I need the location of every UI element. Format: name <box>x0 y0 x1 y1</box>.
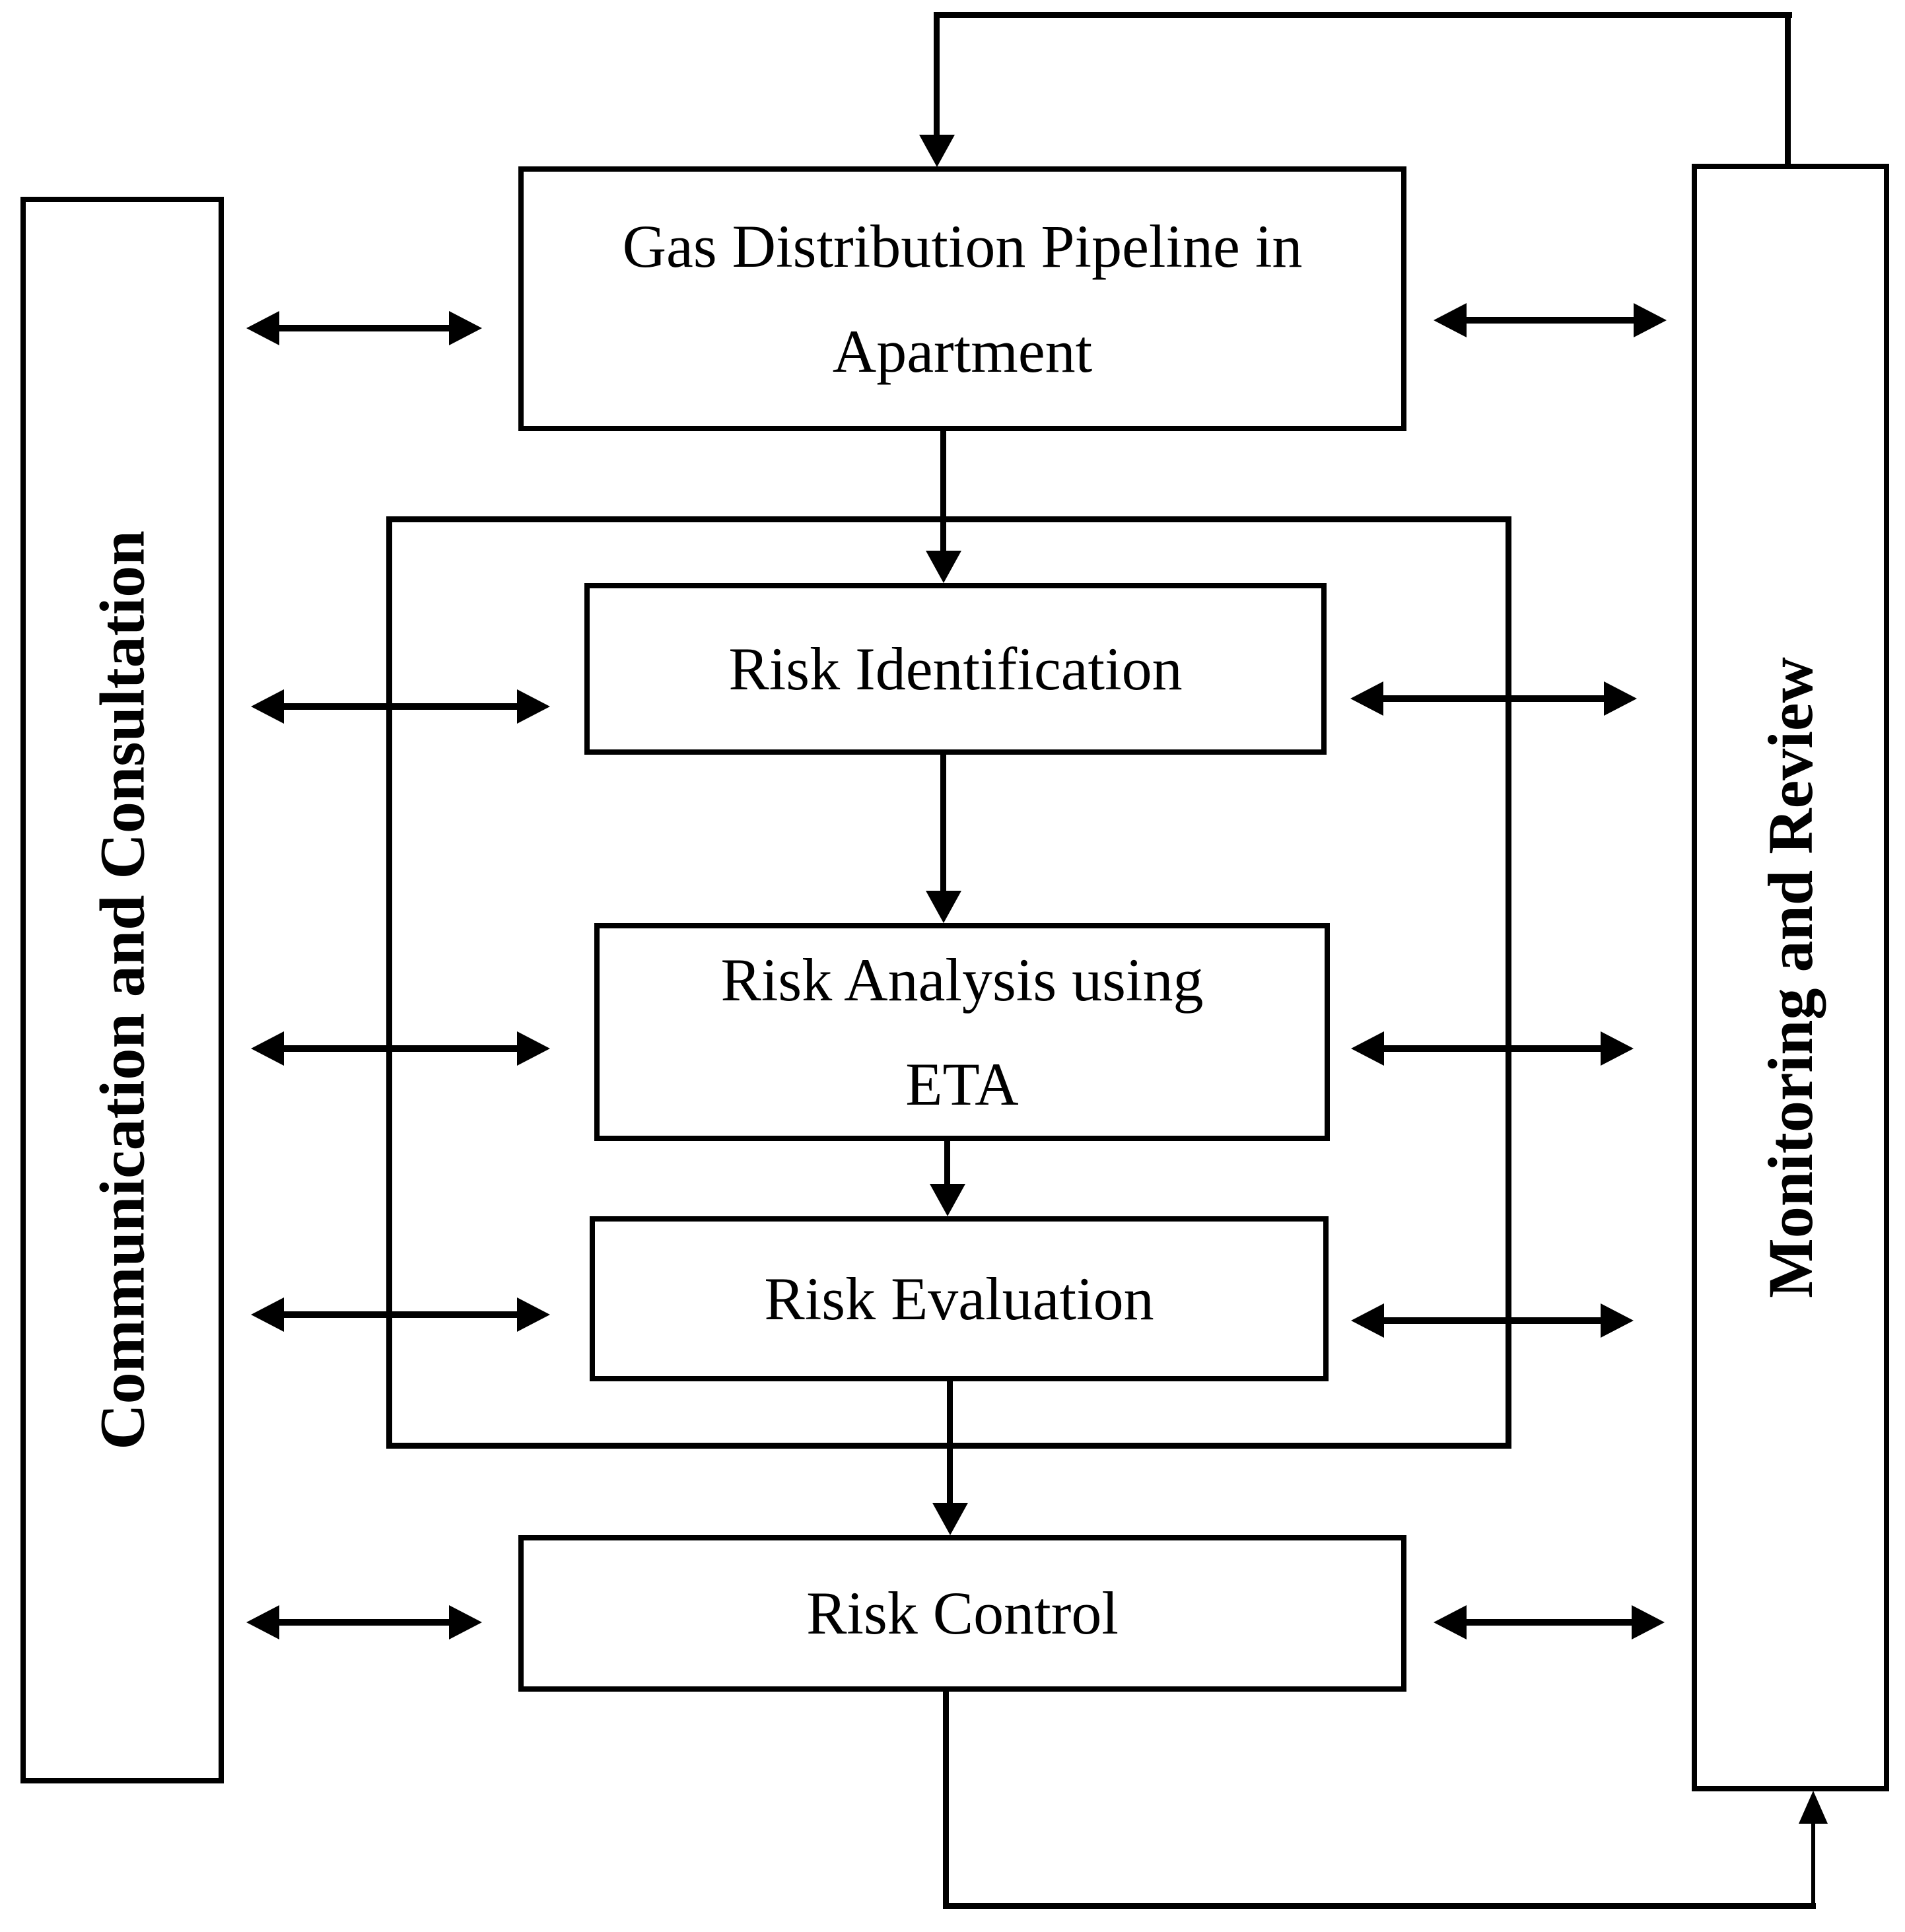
monitoring-review-panel: Monitoring and Review <box>1692 164 1889 1791</box>
connector-risk-analysis-to-evaluation <box>944 1139 950 1186</box>
double-arrow-gas-monitoring <box>1434 303 1667 337</box>
left-arrowhead-icon <box>1350 681 1383 716</box>
left-arrowhead-icon <box>1351 1303 1384 1338</box>
arrow-shaft <box>279 1311 522 1318</box>
right-arrowhead-icon <box>1604 681 1637 716</box>
double-arrow-communication-risk-control <box>246 1605 482 1639</box>
arrow-shaft <box>1379 1045 1606 1052</box>
bottom-feedback-riser-line <box>1811 1822 1815 1906</box>
connector-gas-to-risk-identification <box>940 429 946 553</box>
arrowhead-into-gas-pipeline-icon <box>919 135 955 167</box>
node-gas-distribution-pipeline: Gas Distribution Pipeline in Apartment <box>518 166 1406 431</box>
communication-consultation-label: Communication and Consultation <box>87 530 158 1450</box>
bottom-feedback-line <box>943 1903 1816 1909</box>
arrowhead-into-risk-control-icon <box>932 1503 968 1535</box>
left-arrowhead-icon <box>1434 1605 1467 1639</box>
left-arrowhead-icon <box>1351 1031 1384 1066</box>
gas-pipeline-label-line2: Apartment <box>832 317 1093 385</box>
arrow-shaft <box>1461 1619 1637 1626</box>
arrowhead-into-risk-analysis-icon <box>926 891 961 923</box>
right-arrowhead-icon <box>1601 1031 1634 1066</box>
right-arrowhead-icon <box>517 1031 550 1066</box>
arrow-shaft <box>279 703 522 710</box>
double-arrow-risk-control-monitoring <box>1434 1605 1665 1639</box>
double-arrow-risk-evaluation-monitoring <box>1351 1303 1634 1338</box>
connector-risk-evaluation-to-control <box>947 1380 953 1505</box>
communication-consultation-panel: Communication and Consultation <box>20 197 224 1783</box>
arrowhead-into-risk-identification-icon <box>926 551 961 583</box>
arrow-shaft <box>274 325 454 331</box>
node-risk-evaluation: Risk Evaluation <box>590 1216 1329 1381</box>
arrow-shaft <box>1461 317 1639 324</box>
bottom-feedback-drop-line <box>943 1690 949 1908</box>
double-arrow-risk-identification-monitoring <box>1350 681 1637 716</box>
risk-analysis-label-line2: ETA <box>905 1051 1019 1118</box>
arrow-shaft <box>279 1045 522 1052</box>
risk-control-label: Risk Control <box>806 1579 1119 1647</box>
double-arrow-communication-risk-identification <box>251 689 550 724</box>
monitoring-review-label: Monitoring and Review <box>1755 657 1826 1298</box>
right-arrowhead-icon <box>449 1605 482 1639</box>
arrowhead-into-monitoring-panel-icon <box>1799 1791 1828 1824</box>
arrow-shaft <box>1378 695 1609 702</box>
risk-analysis-label-line1: Risk Analysis using <box>720 946 1204 1014</box>
arrow-shaft <box>1379 1317 1606 1324</box>
node-risk-control: Risk Control <box>518 1535 1406 1692</box>
top-feedback-drop-line <box>934 12 940 137</box>
double-arrow-communication-gas <box>246 311 482 345</box>
left-arrowhead-icon <box>251 1031 284 1066</box>
risk-identification-label: Risk Identification <box>728 635 1183 703</box>
left-arrowhead-icon <box>251 689 284 724</box>
right-arrowhead-icon <box>517 689 550 724</box>
risk-evaluation-label: Risk Evaluation <box>764 1264 1154 1332</box>
arrow-shaft <box>274 1619 454 1626</box>
top-feedback-line <box>934 12 1792 18</box>
double-arrow-communication-risk-evaluation <box>251 1297 550 1332</box>
node-risk-identification: Risk Identification <box>584 583 1327 755</box>
right-arrowhead-icon <box>1632 1605 1665 1639</box>
connector-risk-identification-to-analysis <box>940 753 946 893</box>
right-arrowhead-icon <box>1634 303 1667 337</box>
arrowhead-into-risk-evaluation-icon <box>930 1184 965 1216</box>
right-arrowhead-icon <box>1601 1303 1634 1338</box>
double-arrow-communication-risk-analysis <box>251 1031 550 1066</box>
double-arrow-risk-analysis-monitoring <box>1351 1031 1634 1066</box>
top-feedback-riser-line <box>1785 12 1791 166</box>
right-arrowhead-icon <box>449 311 482 345</box>
left-arrowhead-icon <box>1434 303 1467 337</box>
right-arrowhead-icon <box>517 1297 550 1332</box>
gas-pipeline-label-line1: Gas Distribution Pipeline in <box>622 213 1303 281</box>
left-arrowhead-icon <box>251 1297 284 1332</box>
node-risk-analysis: Risk Analysis using ETA <box>594 923 1330 1141</box>
left-arrowhead-icon <box>246 311 279 345</box>
left-arrowhead-icon <box>246 1605 279 1639</box>
